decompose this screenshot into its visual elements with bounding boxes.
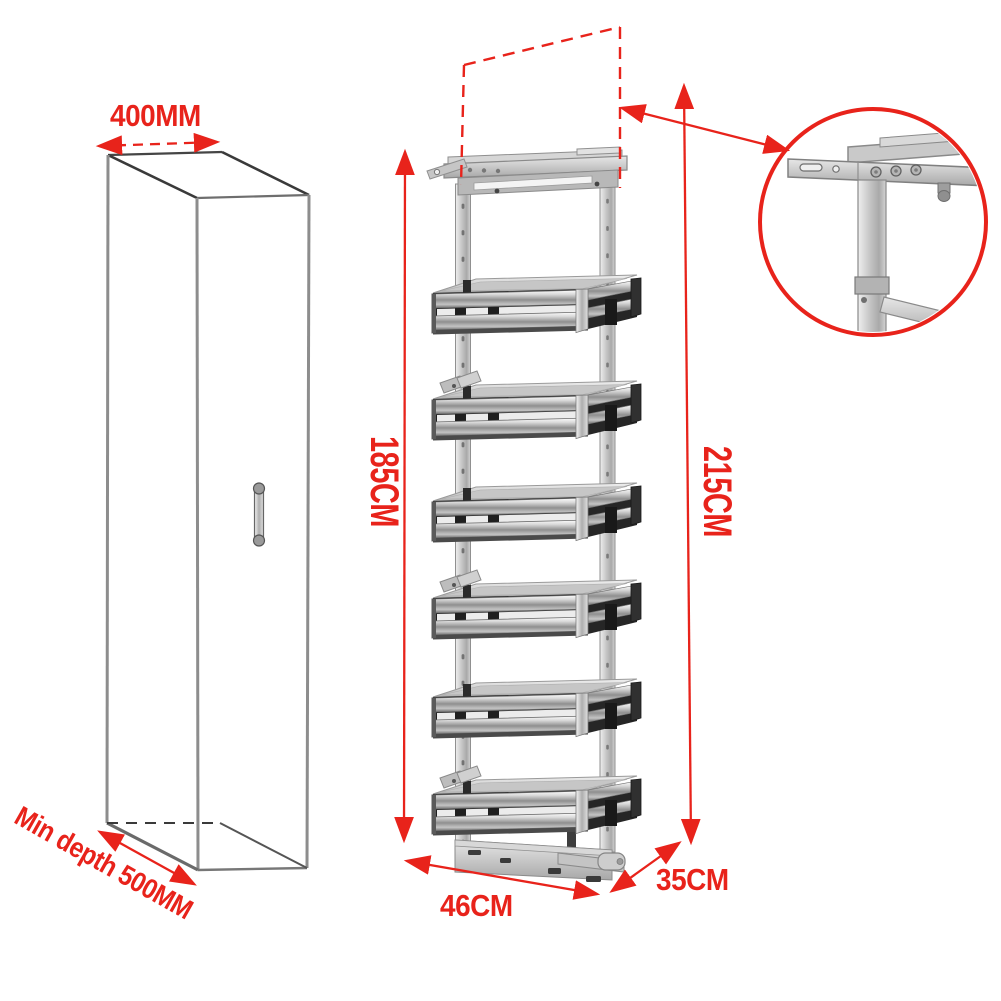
- unit-width-arrow: [403, 855, 601, 900]
- frame-height-arrow: [394, 148, 415, 844]
- cabinet-width-arrow: [95, 132, 221, 156]
- extension-dashed-outline: [459, 25, 622, 188]
- unit-depth-arrow: [609, 841, 682, 893]
- cabinet-width-label: 400MM: [110, 98, 201, 133]
- cabinet-wireframe: [105, 150, 311, 872]
- total-height-label: 215CM: [695, 446, 739, 538]
- top-mounting-frame: [426, 146, 628, 196]
- top-bracket-detail-callout: [618, 104, 988, 337]
- frame-height-label: 185CM: [362, 436, 406, 528]
- cabinet-door-handle: [252, 482, 266, 547]
- total-height-arrow: [674, 82, 701, 846]
- unit-depth-label: 35CM: [656, 862, 729, 897]
- callout-circle-outline: [758, 107, 988, 337]
- dimension-marks: [95, 25, 701, 900]
- unit-width-label: 46CM: [440, 888, 513, 923]
- pullout-basket-unit: [426, 146, 642, 882]
- callout-arrow: [618, 104, 791, 154]
- cabinet-depth-arrow: [97, 830, 197, 886]
